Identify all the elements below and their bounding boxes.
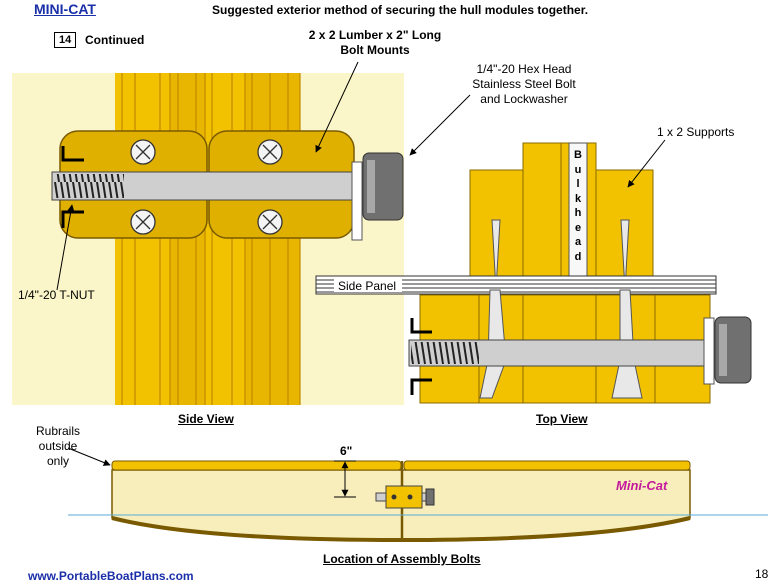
step-continued-label: Continued <box>85 33 145 47</box>
rubrails-callout: Rubrails outside only <box>26 424 90 469</box>
rubrails-line2: outside <box>38 439 78 453</box>
bolt-callout: 1/4"-20 Hex Head Stainless Steel Bolt an… <box>455 62 593 107</box>
bolt-line1: 1/4"-20 Hex Head <box>476 62 572 76</box>
lumber-callout: 2 x 2 Lumber x 2" Long Bolt Mounts <box>290 28 460 58</box>
mini-cat-hull-label: Mini-Cat <box>616 478 668 493</box>
bulkhead-letter: a <box>574 236 582 248</box>
page-number: 18 <box>755 567 769 581</box>
top-tnut-icon <box>410 318 432 395</box>
bulkhead-letter: d <box>574 250 582 263</box>
bolt-line3: and Lockwasher <box>480 92 568 106</box>
side-bolt-thread <box>54 174 124 198</box>
bolt-line2: Stainless Steel Bolt <box>472 77 576 91</box>
bulkhead-letter: k <box>574 192 582 205</box>
step-number-box: 14 <box>54 32 77 48</box>
location-caption: Location of Assembly Bolts <box>323 552 481 566</box>
lockwasher-icon <box>351 161 363 241</box>
page-title: Suggested exterior method of securing th… <box>212 3 589 17</box>
left-rubrail <box>111 460 402 471</box>
lumber-line1: 2 x 2 Lumber x 2" Long <box>308 28 442 42</box>
bulkhead-label: B u l k h e a d <box>572 148 584 264</box>
tnut-callout: 1/4"-20 T-NUT <box>18 288 95 302</box>
rubrails-line1: Rubrails <box>35 424 80 438</box>
footer-url-link[interactable]: www.PortableBoatPlans.com <box>28 569 194 583</box>
bulkhead-letter: l <box>576 178 580 190</box>
bulkhead-letter: u <box>574 163 582 176</box>
top-view-caption: Top View <box>536 412 588 426</box>
right-rubrail <box>403 460 691 471</box>
rubrails-line3: only <box>46 454 69 468</box>
lumber-line2: Bolt Mounts <box>340 43 410 57</box>
side-view-caption: Side View <box>178 412 234 426</box>
bulkhead-letter: B <box>574 149 582 161</box>
bulkhead-letter: e <box>574 221 582 234</box>
bulkhead-letter: h <box>574 207 582 219</box>
dimension-label: 6" <box>340 444 353 458</box>
screw-icons <box>130 139 283 235</box>
side-panel-label: Side Panel <box>338 279 397 293</box>
dimension-6in <box>334 460 356 498</box>
assembly-bolt-icon <box>375 485 435 509</box>
side-view-planks <box>115 73 301 405</box>
tnut-icon <box>61 146 84 228</box>
supports-callout: 1 x 2 Supports <box>657 125 735 139</box>
brand-title: MINI-CAT <box>34 1 96 17</box>
